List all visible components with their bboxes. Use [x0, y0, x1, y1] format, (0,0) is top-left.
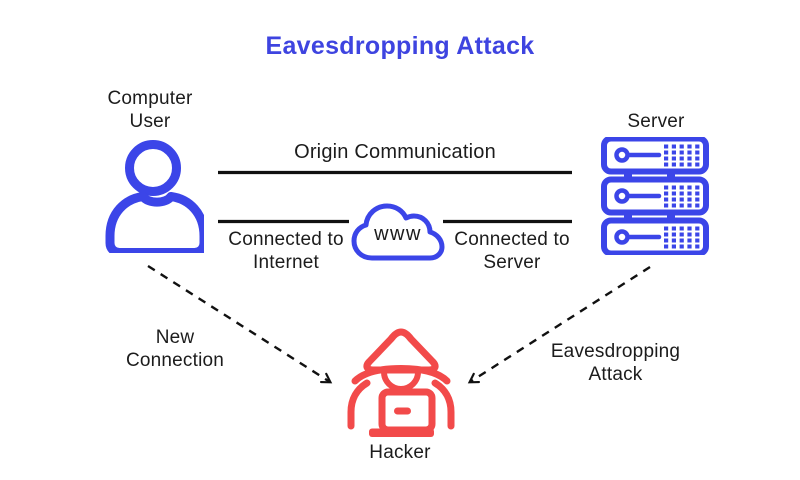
origin-communication-label: Origin Communication [294, 141, 496, 163]
diagram-title: Eavesdropping Attack [265, 32, 535, 60]
connected-to-internet-label: Connected to Internet [228, 229, 344, 273]
eavesdropping-attack-label: Eavesdropping Attack [550, 341, 681, 385]
server-label: Server [627, 111, 685, 132]
connected-to-server-label: Connected to Server [454, 229, 570, 273]
hooded-hacker-icon [347, 328, 455, 437]
computer-user-label: Computer User [107, 88, 193, 132]
user-icon [105, 140, 204, 253]
new-connection-label: New Connection [125, 327, 225, 371]
new-connection-arrow [147, 264, 333, 384]
server-rack-icon [601, 137, 709, 255]
eavesdropping-attack-arrow [467, 265, 651, 384]
www-label: www [374, 223, 422, 245]
hacker-label: Hacker [369, 442, 431, 463]
cloud-icon [351, 203, 445, 261]
